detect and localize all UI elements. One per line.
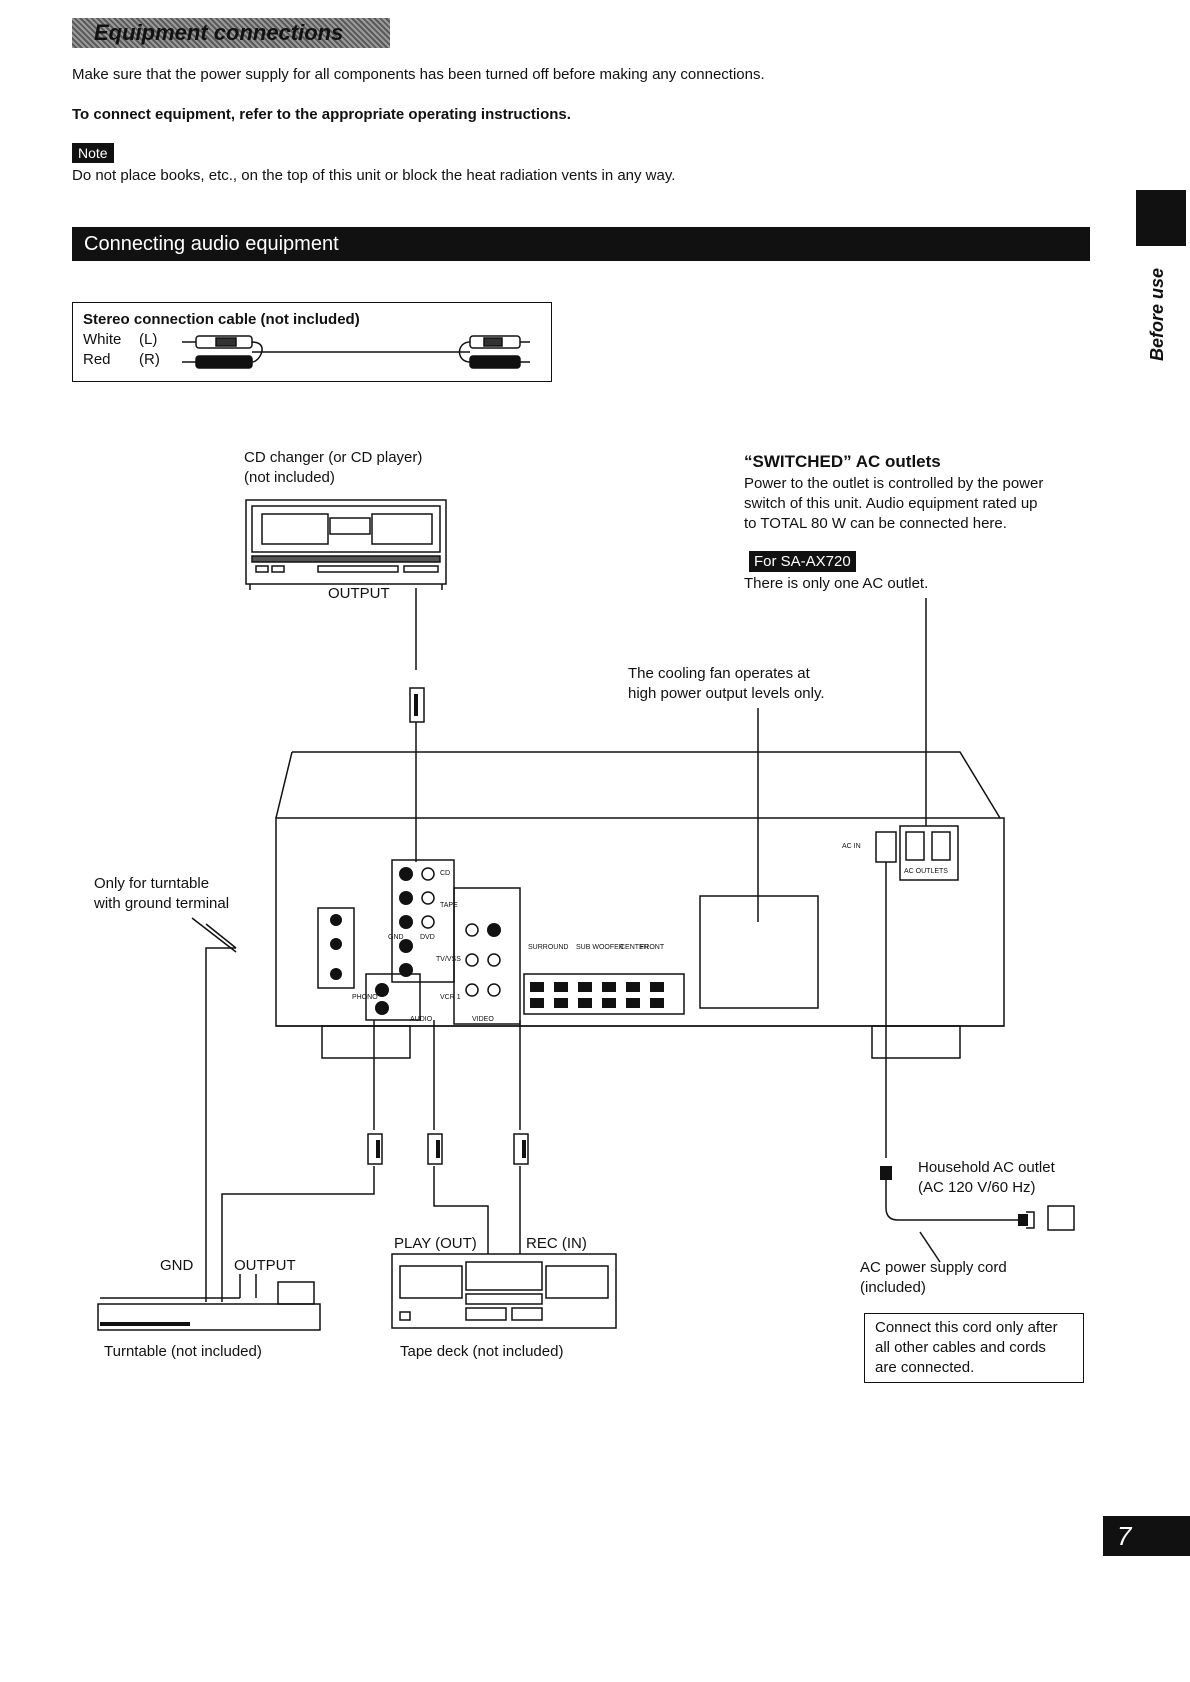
section-bar: Connecting audio equipment	[72, 227, 1090, 261]
cd-jack-label: CD	[440, 870, 451, 877]
turntable-output-label: OUTPUT	[234, 1257, 296, 1274]
vcr1-label: VCR 1	[440, 994, 461, 1001]
ac-outlets-label: AC OUTLETS	[904, 868, 948, 875]
receiver-outline	[275, 751, 1005, 1059]
section-title: Equipment connections	[72, 18, 390, 48]
ac-outlet-block	[875, 825, 959, 881]
warning-line-2: all other cables and cords	[875, 1339, 1046, 1356]
household-ac-line-2: (AC 120 V/60 Hz)	[918, 1179, 1036, 1196]
audio-label: AUDIO	[410, 1016, 433, 1023]
turntable-caption: Turntable (not included)	[104, 1343, 262, 1360]
cooling-fan-line-1: The cooling fan operates at	[628, 665, 810, 682]
cooling-fan-line-2: high power output levels only.	[628, 685, 825, 702]
cable-white-channel: (L)	[139, 331, 158, 348]
power-cord-line-1: AC power supply cord	[860, 1259, 1007, 1276]
connect-last-warning: Connect this cord only after all other c…	[864, 1313, 1084, 1383]
cd-changer-drawing	[245, 499, 447, 590]
switched-desc-2: switch of this unit. Audio equipment rat…	[744, 495, 1038, 512]
note-text: Do not place books, etc., on the top of …	[72, 167, 676, 184]
stereo-cable-illustration	[182, 335, 530, 369]
switched-desc-3: to TOTAL 80 W can be connected here.	[744, 515, 1007, 532]
tape-play-label: PLAY (OUT)	[394, 1235, 477, 1252]
cable-legend-title: Stereo connection cable (not included)	[83, 311, 360, 328]
note-badge: Note	[72, 143, 114, 163]
cd-changer-label: CD changer (or CD player)	[244, 449, 423, 466]
switched-outlets-title: “SWITCHED” AC outlets	[744, 452, 941, 471]
power-cord-line-2: (included)	[860, 1279, 926, 1296]
turntable-drawing	[97, 1274, 321, 1331]
turntable-gnd-label: GND	[160, 1257, 194, 1274]
tape-deck-caption: Tape deck (not included)	[400, 1343, 564, 1360]
dvd-jack-label: DVD	[420, 934, 435, 941]
ground-note-line-2: with ground terminal	[94, 895, 230, 912]
model-note: There is only one AC outlet.	[744, 575, 929, 592]
video-label: VIDEO	[472, 1016, 494, 1023]
tape-jack-label: TAPE	[440, 902, 458, 909]
instruction-line: To connect equipment, refer to the appro…	[72, 106, 571, 123]
receiver-jack-panel	[317, 859, 685, 1025]
warning-line-3: are connected.	[875, 1359, 975, 1376]
cd-changer-not-included: (not included)	[244, 469, 335, 486]
center-label: CENTER	[620, 944, 649, 951]
tv-vss-label: TV/VSS	[436, 956, 461, 963]
cable-legend	[72, 302, 552, 382]
page-number: 7	[1103, 1516, 1190, 1556]
side-tab-marker	[1136, 190, 1186, 246]
ground-note-line-1: Only for turntable	[94, 875, 210, 892]
phono-label: PHONO	[352, 994, 378, 1001]
tape-rec-label: REC (IN)	[526, 1235, 587, 1252]
cable-white-label: White	[83, 331, 122, 348]
gnd-jack-label: GND	[388, 934, 404, 941]
household-ac-line-1: Household AC outlet	[918, 1159, 1055, 1176]
surround-label: SURROUND	[528, 944, 569, 951]
tape-deck-drawing	[391, 1253, 617, 1329]
model-badge: For SA-AX720	[749, 551, 856, 572]
cable-red-channel: (R)	[139, 351, 160, 368]
sub-woofer-label: SUB WOOFER	[576, 944, 624, 951]
ac-in-label: AC IN	[842, 843, 861, 850]
front-label: FRONT	[640, 944, 665, 951]
warning-line-1: Connect this cord only after	[875, 1319, 1058, 1336]
cd-output-label: OUTPUT	[328, 585, 390, 602]
switched-desc-1: Power to the outlet is controlled by the…	[744, 475, 1044, 492]
cable-red-label: Red	[83, 351, 111, 368]
connection-cables	[191, 588, 1075, 1302]
power-off-warning: Make sure that the power supply for all …	[72, 66, 765, 83]
